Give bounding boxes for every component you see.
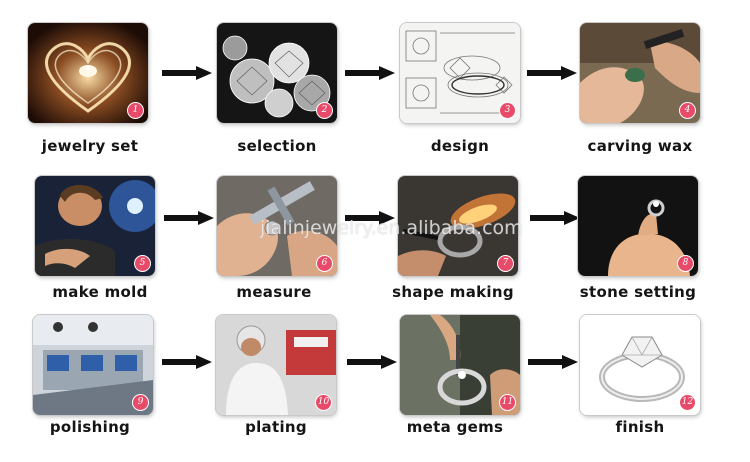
- photo-finish: 12: [580, 315, 700, 415]
- step-number-badge: 3: [500, 103, 515, 118]
- heart-jewelry-image: [28, 23, 148, 123]
- photo-shape-making: 7: [398, 176, 518, 276]
- carving-hands-image: [580, 23, 700, 123]
- step-label: make mold: [52, 283, 148, 301]
- photo-jewelry-set: 1: [28, 23, 148, 123]
- step-number-badge: 9: [133, 395, 148, 410]
- step-label: selection: [237, 137, 317, 155]
- step-label: stone setting: [579, 283, 697, 301]
- arrow-right-icon: [528, 355, 578, 369]
- step-label: shape making: [392, 283, 514, 301]
- photo-design: 3: [400, 23, 520, 123]
- step-label: polishing: [49, 418, 131, 436]
- step-label: carving wax: [587, 137, 693, 155]
- step-number-badge: 5: [135, 256, 150, 271]
- step-number-badge: 4: [680, 103, 695, 118]
- finished-ring-image: [580, 315, 700, 415]
- step-number-badge: 2: [317, 103, 332, 118]
- photo-meta-gems: 11: [400, 315, 520, 415]
- arrow-right-icon: [345, 66, 395, 80]
- arrow-right-icon: [345, 211, 395, 225]
- photo-carving-wax: 4: [580, 23, 700, 123]
- step-label: jewelry set: [41, 137, 139, 155]
- photo-plating: 10: [216, 315, 336, 415]
- photo-selection: 2: [217, 23, 337, 123]
- step-label: measure: [236, 283, 312, 301]
- photo-polishing: 9: [33, 315, 153, 415]
- step-label: meta gems: [406, 418, 504, 436]
- step-number-badge: 6: [317, 256, 332, 271]
- arrow-right-icon: [164, 211, 214, 225]
- arrow-right-icon: [162, 66, 212, 80]
- arrow-right-icon: [162, 355, 212, 369]
- step-label: design: [430, 137, 490, 155]
- step-number-badge: 11: [500, 395, 515, 410]
- polishing-machines-image: [33, 315, 153, 415]
- arrow-right-icon: [347, 355, 397, 369]
- step-number-badge: 1: [128, 103, 143, 118]
- photo-stone-setting: 8: [578, 176, 698, 276]
- arrow-right-icon: [527, 66, 577, 80]
- photo-make-mold: 5: [35, 176, 155, 276]
- step-number-badge: 8: [678, 256, 693, 271]
- step-label: finish: [615, 418, 665, 436]
- step-number-badge: 12: [680, 395, 695, 410]
- step-number-badge: 7: [498, 256, 513, 271]
- step-number-badge: 10: [316, 395, 331, 410]
- arrow-right-icon: [530, 211, 580, 225]
- step-label: plating: [245, 418, 307, 436]
- photo-measure: 6: [217, 176, 337, 276]
